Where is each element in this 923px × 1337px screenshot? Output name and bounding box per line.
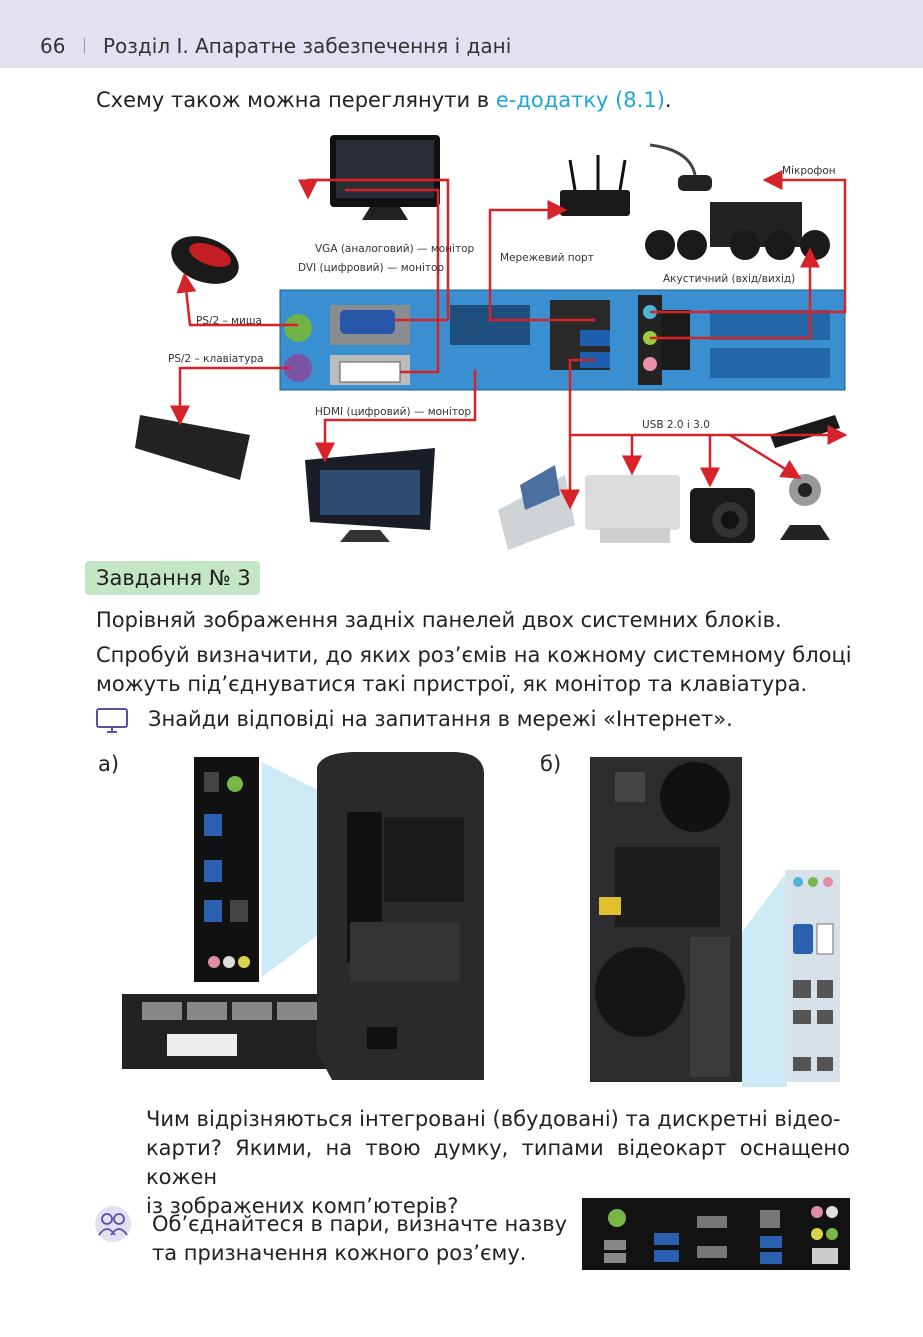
question-paragraph: Чим відрізняються інтегровані (вбудовані…: [146, 1105, 850, 1221]
label-network: Мережевий порт: [500, 252, 594, 264]
pair-work-icon: [95, 1206, 131, 1242]
section-title: Розділ I. Апаратне забезпечення і дані: [103, 34, 512, 58]
webcam-image: [780, 474, 830, 540]
intro-text-before: Схему також можна переглянути в: [96, 88, 496, 112]
usb-ports: [580, 330, 610, 346]
pair-work-line-1: Об’єднайтеся в пари, визначте назву: [152, 1212, 568, 1236]
scanner-image: [498, 465, 575, 550]
computer-b-rear-image: [590, 757, 840, 1087]
tv-image: [305, 448, 435, 542]
task-paragraph-2-line-2: можуть під’єднуватися такі пристрої, як …: [96, 672, 808, 696]
question-line-3: із зображених комп’ютерів?: [146, 1194, 459, 1218]
label-dvi: DVI (цифровий) — монітор: [298, 262, 444, 274]
page-header: [0, 0, 923, 68]
task-paragraph-1: Порівняй зображення задніх панелей двох …: [96, 608, 782, 632]
printer-image: [585, 475, 680, 543]
label-usb: USB 2.0 і 3.0: [642, 419, 710, 431]
dvi-port: [339, 361, 401, 383]
ps2-mouse-port: [284, 314, 312, 342]
label-mic: Мікрофон: [782, 165, 836, 177]
pair-work-line-2: та призначення кожного роз’єму.: [152, 1241, 527, 1265]
microphone-image: [649, 143, 712, 191]
mouse-image: [171, 236, 239, 284]
task-paragraph-2-line-1: Спробуй визначити, до яких роз’ємів на к…: [96, 643, 852, 667]
intro-text: Схему також можна переглянути в е-додатк…: [96, 88, 672, 112]
page-number: 66: [40, 34, 66, 58]
usb-stick-image: [770, 415, 840, 448]
header-divider: [84, 38, 85, 54]
label-audio: Акустичний (вхід/вихід): [663, 273, 795, 285]
label-ps2-mouse: PS/2 – миша: [196, 315, 262, 327]
connection-arrows: [170, 170, 848, 510]
io-panel-image: [582, 1198, 850, 1270]
intro-text-after: .: [664, 88, 672, 112]
label-a: а): [98, 752, 120, 776]
task-paragraph-2: Спробуй визначити, до яких роз’ємів на к…: [96, 641, 856, 699]
speakers-image: [645, 202, 830, 260]
label-vga: VGA (аналоговий) — монітор: [315, 243, 475, 255]
question-line-2: карти? Якими, на твою думку, типами віде…: [146, 1136, 850, 1189]
keyboard-image: [135, 415, 250, 480]
label-b: б): [540, 752, 562, 776]
pair-work-text: Об’єднайтеся в пари, визначте назву та п…: [152, 1210, 572, 1268]
router-image: [560, 155, 630, 216]
computer-a-rear-image: [122, 752, 484, 1080]
monitor-image: [330, 135, 440, 220]
label-ps2-keyboard: PS/2 – клавіатура: [168, 353, 264, 365]
e-appendix-link[interactable]: е-додатку (8.1): [495, 88, 665, 112]
motherboard-connections-diagram: VGA (аналоговий) — монітор DVI (цифровий…: [135, 135, 848, 550]
task-title: Завдання № 3: [85, 561, 260, 595]
monitor-icon: [96, 708, 128, 733]
vga-port: [340, 310, 395, 334]
ps2-keyboard-port: [284, 354, 312, 382]
internet-search-text: Знайди відповіді на запитання в мережі «…: [148, 707, 733, 731]
camera-image: [690, 488, 755, 543]
question-line-1: Чим відрізняються інтегровані (вбудовані…: [146, 1107, 841, 1131]
label-hdmi: HDMI (цифровий) — монітор: [315, 406, 471, 418]
